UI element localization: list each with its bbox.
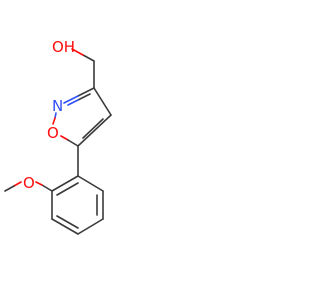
- ring-nitrogen-label: N: [52, 97, 63, 115]
- bond-ar3-ar4-inner: [56, 215, 79, 229]
- bond-o1-c5-o: [60, 135, 69, 141]
- bond-c3-n2-double-inner-n: [67, 99, 79, 106]
- ether-oxygen-label: O: [23, 174, 35, 192]
- bond-ch2-oh-carbon: [82, 54, 95, 62]
- bond-c3-n2-double-outer-n: [63, 95, 79, 104]
- ring-oxygen-label: O: [47, 124, 59, 142]
- bond-c3-n2-double-outer: [77, 87, 95, 97]
- bond-o1-c5-c: [67, 139, 79, 147]
- bond-ar1-ar2: [51, 175, 79, 192]
- bond-ar6-ar1: [77, 175, 104, 192]
- bond-o-ch3-c: [4, 185, 15, 192]
- bond-ar2-o-o: [35, 181, 43, 186]
- bond-ar2-o-c: [41, 184, 53, 192]
- bond-ar4-ar5: [77, 218, 104, 235]
- bond-n2-o1-o: [52, 117, 56, 125]
- bond-c4-c3: [93, 87, 112, 116]
- bond-ar3-ar4: [51, 218, 79, 235]
- bond-ch2-oh-oxygen: [71, 48, 84, 56]
- bond-o-ch3-o: [13, 181, 22, 187]
- bond-n2-o1-n: [54, 112, 57, 119]
- bond-c5-c4-double-outer: [77, 114, 112, 147]
- bond-c3-n2-double-inner: [77, 93, 91, 101]
- bond-c5-c4-double-inner: [82, 118, 104, 139]
- hydroxyl-label: OH: [52, 38, 75, 56]
- bond-ar1-ar2-inner: [56, 182, 79, 196]
- chemical-structure-diagram: OH N O O: [4, 38, 112, 235]
